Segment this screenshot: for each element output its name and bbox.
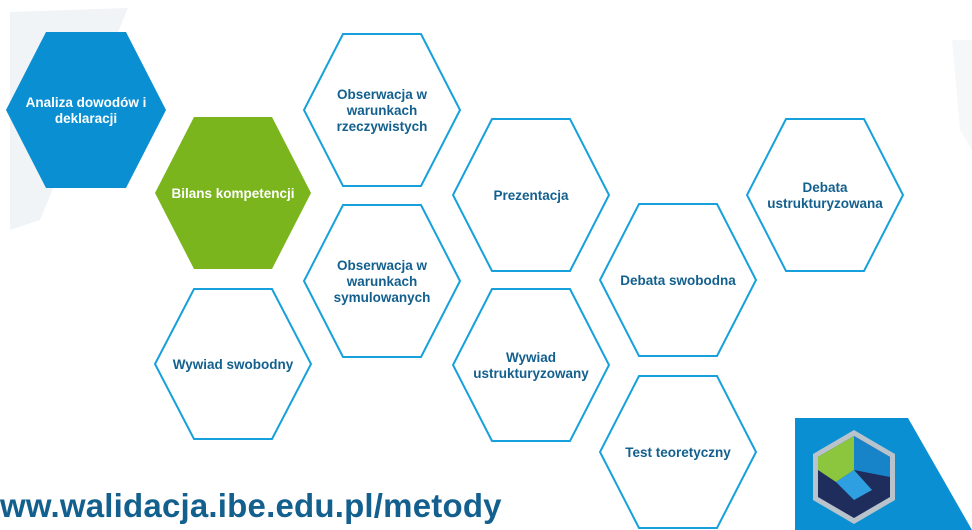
hexagon-prezentacja: Prezentacja xyxy=(451,118,611,272)
hexagon-shape-wywiad-swob xyxy=(153,288,313,440)
hexagon-shape-obs-sym xyxy=(302,204,462,358)
background-shape-right xyxy=(952,40,972,150)
hexagon-label-obs-rzecz: warunkach xyxy=(346,103,418,118)
hexagon-label-wywiad-ustr: Wywiad xyxy=(506,350,556,365)
hexagon-label-obs-rzecz: Obserwacja w xyxy=(337,87,428,102)
hexagon-debata-swob: Debata swobodna xyxy=(598,203,758,357)
hexagon-label-wywiad-ustr: ustrukturyzowany xyxy=(473,366,589,381)
hexagon-label-test: Test teoretyczny xyxy=(625,445,731,460)
hexagon-label-obs-sym: warunkach xyxy=(346,274,418,289)
hexagon-label-obs-rzecz: rzeczywistych xyxy=(337,119,428,134)
hexagon-label-debata-ustr: ustrukturyzowana xyxy=(767,196,883,211)
hexagon-label-prezentacja: Prezentacja xyxy=(493,188,569,203)
logo-facet-blue xyxy=(854,436,890,477)
hexagon-label-analiza: deklaracji xyxy=(55,111,117,126)
hexagon-shape-prezentacja xyxy=(451,118,611,272)
logo-facet-lightblue xyxy=(836,470,872,500)
hexagon-shape-obs-rzecz xyxy=(302,33,462,187)
hexagon-wywiad-swob: Wywiad swobodny xyxy=(153,288,313,440)
hexagon-label-debata-ustr: Debata xyxy=(802,180,848,195)
hexagon-label-wywiad-swob: Wywiad swobodny xyxy=(173,357,294,372)
footer-url[interactable]: ww.walidacja.ibe.edu.pl/metody xyxy=(0,487,502,524)
logo-facet-green xyxy=(818,436,854,482)
hexagon-shape-wywiad-ustr xyxy=(451,288,611,442)
hexagon-label-analiza: Analiza dowodów i xyxy=(26,95,147,110)
hexagon-label-obs-sym: Obserwacja w xyxy=(337,258,428,273)
hexagon-shape-bilans xyxy=(155,117,311,269)
hexagon-shape-analiza xyxy=(6,32,166,188)
hexagon-shape-debata-swob xyxy=(598,203,758,357)
hexagon-shape-test xyxy=(598,375,758,529)
hexagon-test: Test teoretyczny xyxy=(598,375,758,529)
hexagon-label-obs-sym: symulowanych xyxy=(334,290,431,305)
ibe-logo xyxy=(795,418,972,530)
hexagon-label-bilans: Bilans kompetencji xyxy=(171,186,294,201)
hexagon-shape-debata-ustr xyxy=(745,118,905,272)
hexagon-label-debata-swob: Debata swobodna xyxy=(620,273,736,288)
hexagon-bilans: Bilans kompetencji xyxy=(155,117,311,269)
